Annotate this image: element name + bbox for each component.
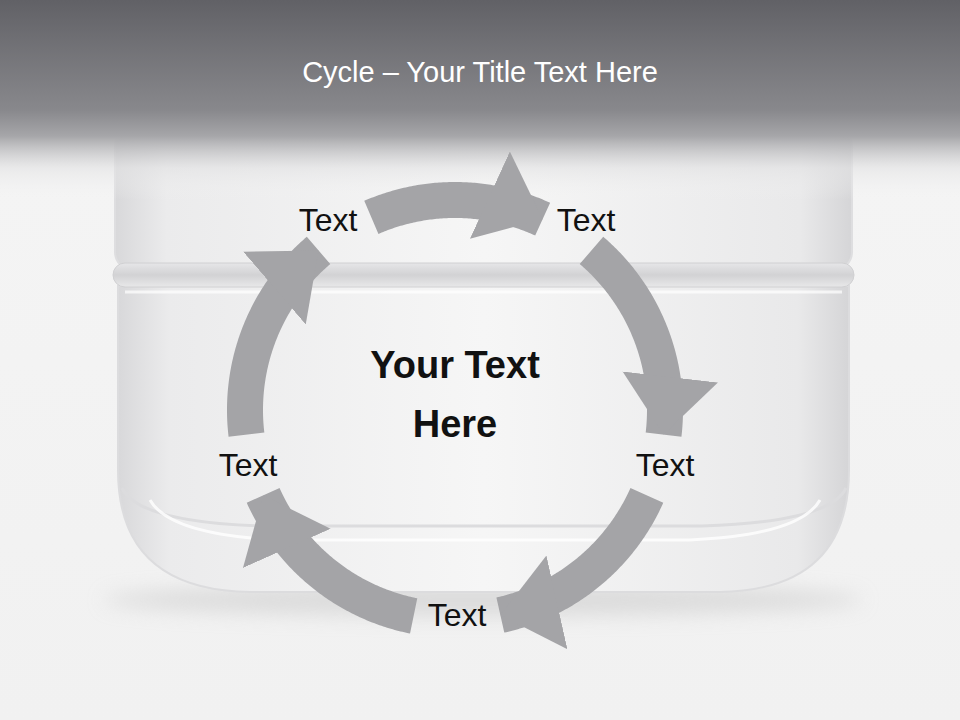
- cycle-arrow: [245, 250, 319, 434]
- cycle-step: Text: [285, 190, 372, 251]
- cycle-step: Text: [543, 190, 630, 251]
- slide-title: Cycle – Your Title Text Here: [0, 56, 960, 89]
- node-label: Your Text Here: [335, 336, 575, 454]
- cycle-step: Text: [414, 585, 501, 646]
- center-text-box: Your Text Here: [321, 324, 589, 466]
- cycle-arrow: [263, 495, 414, 615]
- jar-bottom-edge: [122, 488, 846, 526]
- jar-body: [118, 286, 849, 592]
- title-text: Cycle – Your Title Text Here: [302, 56, 658, 88]
- header-band: [0, 0, 960, 200]
- jar-ring: [113, 263, 854, 287]
- cycle-arrow: [371, 200, 542, 219]
- jar-highlight: [125, 291, 842, 294]
- node-label: Text: [557, 202, 616, 239]
- connector-group: [245, 200, 665, 616]
- node-label: Text: [299, 202, 358, 239]
- cycle-arrow: [500, 495, 647, 615]
- cycle-step: Text: [622, 435, 709, 496]
- cycle-arrow: [591, 250, 665, 434]
- node-label: Text: [219, 447, 278, 484]
- cycle-step: Text: [205, 435, 292, 496]
- node-label: Text: [636, 447, 695, 484]
- node-label: Text: [428, 597, 487, 634]
